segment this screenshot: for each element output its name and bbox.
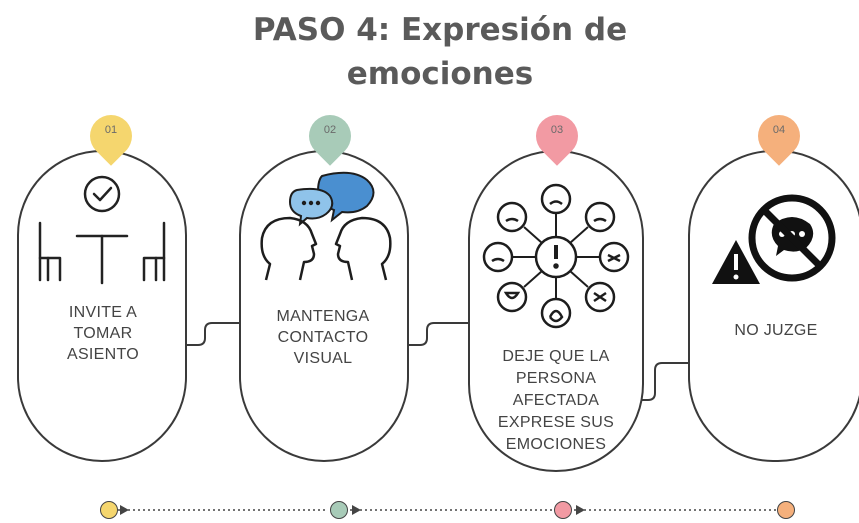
step-1-line: INVITE A xyxy=(68,304,138,321)
step-1-line: TOMAR xyxy=(73,325,133,342)
chairs-table-check-icon xyxy=(38,175,166,285)
step-3-number: 03 xyxy=(550,124,564,136)
page-title: PASO 4: Expresión de emociones xyxy=(180,8,700,96)
timeline-dot-1 xyxy=(100,501,118,519)
timeline-dot-3 xyxy=(554,501,572,519)
step-3-label: DEJE QUE LA PERSONA AFECTADA EXPRESE SUS… xyxy=(478,346,634,456)
step-2-number: 02 xyxy=(323,124,337,136)
conversation-heads-icon xyxy=(260,171,392,281)
timeline-dot-4 xyxy=(777,501,795,519)
step-2-line: MANTENGA xyxy=(276,308,370,325)
step-3-capsule xyxy=(468,150,644,472)
step-1-label: INVITE A TOMAR ASIENTO xyxy=(28,302,178,365)
title-line-2: emociones xyxy=(346,56,534,92)
step-2-line: VISUAL xyxy=(293,350,353,367)
step-4-number: 04 xyxy=(772,124,786,136)
no-chat-warning-icon xyxy=(712,194,836,284)
step-2-label: MANTENGA CONTACTO VISUAL xyxy=(248,306,398,369)
step-2-line: CONTACTO xyxy=(277,329,369,346)
step-3-line: EXPRESE SUS xyxy=(497,414,615,431)
step-1-line: ASIENTO xyxy=(66,346,140,363)
step-1-number: 01 xyxy=(104,124,118,136)
connector-arrow-2 xyxy=(408,322,483,346)
timeline-dot-2 xyxy=(330,501,348,519)
step-3-line: EMOCIONES xyxy=(505,436,607,453)
step-4-label: NO JUZGE xyxy=(698,320,854,341)
step-3-line: PERSONA xyxy=(515,370,597,387)
connector-arrow-3 xyxy=(641,362,708,401)
step-3-line: AFECTADA xyxy=(512,392,600,409)
title-line-1: PASO 4: Expresión de xyxy=(252,12,628,48)
step-3-line: DEJE QUE LA xyxy=(502,348,610,365)
emotions-wheel-icon xyxy=(482,183,630,329)
connector-arrow-1 xyxy=(186,322,255,346)
step-1-capsule xyxy=(17,150,187,462)
step-4-line: NO JUZGE xyxy=(734,322,818,339)
